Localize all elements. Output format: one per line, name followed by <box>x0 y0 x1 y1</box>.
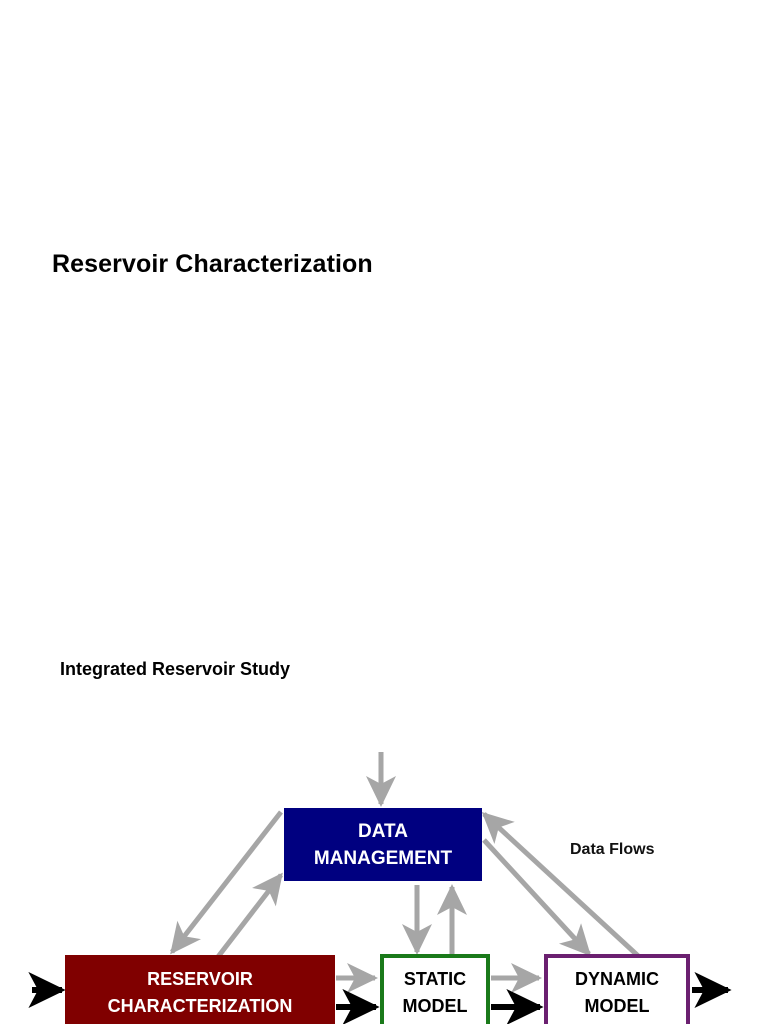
static-model-label-line2: MODEL <box>403 996 468 1016</box>
data-management-box[interactable] <box>284 808 482 881</box>
section-heading: Integrated Reservoir Study <box>60 659 291 679</box>
node-reservoir-characterization[interactable]: RESERVOIR CHARACTERIZATION <box>65 955 335 1024</box>
dynamic-model-box[interactable] <box>544 954 690 1024</box>
data-flows-legend-label: Data Flows <box>570 841 655 858</box>
reservoir-characterization-label-line1: RESERVOIR <box>147 969 253 989</box>
reservoir-characterization-label-line2: CHARACTERIZATION <box>108 996 293 1016</box>
data-flow-arrow-group <box>170 752 650 993</box>
static-model-box[interactable] <box>380 954 490 1024</box>
dynamic-model-label-line1: DYNAMIC <box>575 969 659 989</box>
reservoir-characterization-box[interactable] <box>65 955 335 1024</box>
process-arrow-group <box>28 972 732 1024</box>
page-title: Reservoir Characterization <box>52 250 373 278</box>
dynamic-model-label-line2: MODEL <box>585 996 650 1016</box>
arrow-dynamic-model-to-data-management <box>481 811 650 967</box>
node-data-management[interactable]: DATA MANAGEMENT <box>284 808 482 881</box>
static-model-label-line1: STATIC <box>404 969 466 989</box>
reservoir-study-flow-diagram: DATA MANAGEMENT RESERVOIR CHARACTERIZATI… <box>28 752 732 1024</box>
arrow-reservoir-to-data-management <box>212 872 283 964</box>
arrow-data-management-to-dynamic-model <box>482 838 592 957</box>
arrow-data-management-to-reservoir <box>170 810 283 955</box>
node-dynamic-model[interactable]: DYNAMIC MODEL <box>544 954 690 1024</box>
node-static-model[interactable]: STATIC MODEL <box>380 954 490 1024</box>
data-management-label-line1: DATA <box>358 821 408 842</box>
data-management-label-line2: MANAGEMENT <box>314 848 453 869</box>
